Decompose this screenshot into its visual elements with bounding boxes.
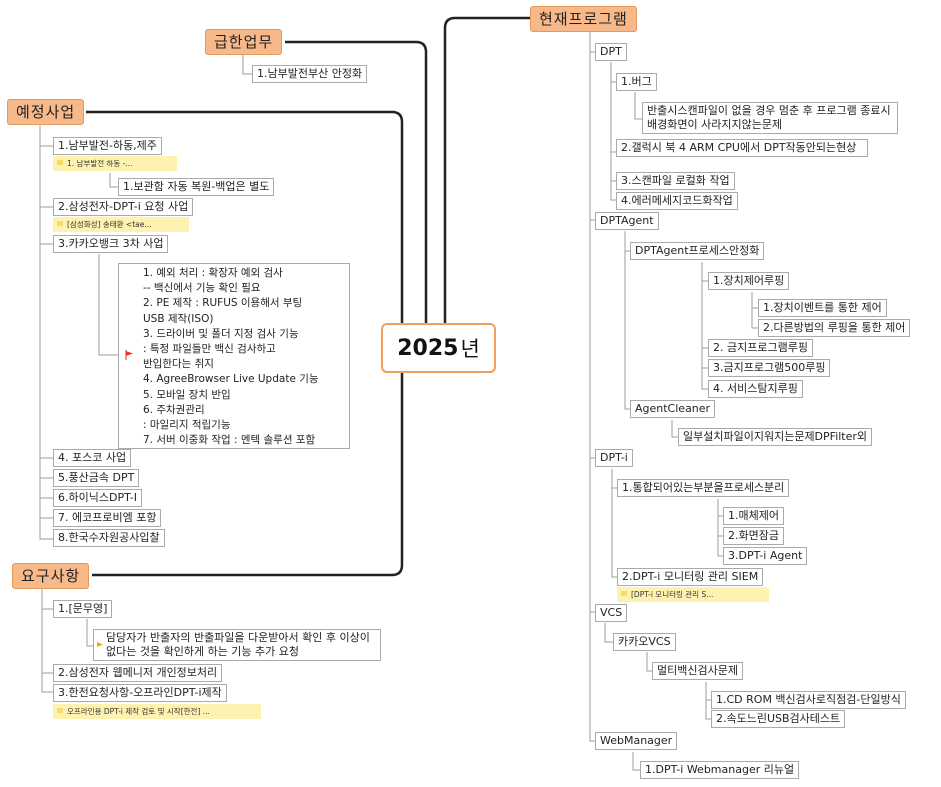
current-dptagent[interactable]: DPTAgent xyxy=(595,212,659,230)
planned-item-1[interactable]: 1.남부발전-하동,제주 xyxy=(53,137,162,155)
dpti-item-1[interactable]: 1.통합되어있는부분을프로세스분리 xyxy=(617,479,790,497)
dpti-item-2[interactable]: 2.DPT-i 모니터링 관리 SIEM xyxy=(617,568,764,586)
req-item-1-child[interactable]: 담당자가 반출자의 반출파일을 다운받아서 확인 후 이상이 없다는 것을 확인… xyxy=(93,629,381,661)
detail-line: -- 백신에서 기능 확인 필요 xyxy=(143,282,261,295)
agent-device-event[interactable]: 1.장치이벤트를 통한 제어 xyxy=(758,299,887,317)
dpt-bug-child[interactable]: 반출시스캔파일이 없을 경우 멈춘 후 프로그램 종료시 배경화면이 사라지지않… xyxy=(642,102,898,134)
planned-item-5[interactable]: 5.풍산금속 DPT xyxy=(53,469,140,487)
planned-item-4[interactable]: 4. 포스코 사업 xyxy=(53,449,132,467)
current-dpti[interactable]: DPT-i xyxy=(595,449,633,467)
current-webmanager[interactable]: WebManager xyxy=(595,732,678,750)
agent-device-other[interactable]: 2.다른방법의 루핑을 통한 제어 xyxy=(758,319,911,337)
detail-line: 7. 서버 이중화 작업 : 멘텍 솔루션 포함 xyxy=(143,434,316,447)
dpti-item-2-note[interactable]: [DPT-i 모니터링 관리 S... xyxy=(617,587,769,602)
detail-line: 1. 예외 처리 : 확장자 예외 검사 xyxy=(143,267,283,279)
planned-item-8[interactable]: 8.한국수자원공사입찰 xyxy=(53,529,165,547)
dpti-screenlock[interactable]: 2.화면잠금 xyxy=(723,527,784,545)
detail-line: USB 제작(ISO) xyxy=(143,312,214,325)
agent-device-loop[interactable]: 1.장치제어루핑 xyxy=(708,272,790,290)
planned-item-6[interactable]: 6.하이닉스DPT-I xyxy=(53,489,143,507)
agent-item-4[interactable]: 4. 서비스탐지루핑 xyxy=(708,380,803,398)
detail-line: 4. AgreeBrowser Live Update 기능 xyxy=(143,373,319,386)
central-topic[interactable]: 2025 년 xyxy=(381,323,496,373)
detail-line: 3. 드라이버 및 폴더 지정 검사 기능 xyxy=(143,327,299,340)
flag-icon xyxy=(97,642,103,647)
topic-urgent[interactable]: 급한업무 xyxy=(205,29,283,55)
central-year: 2025 xyxy=(397,335,459,361)
central-suffix: 년 xyxy=(460,337,480,361)
vcs-usb-test[interactable]: 2.속도느린USB검사테스트 xyxy=(711,710,846,728)
detail-line: : 마일리지 적립기능 xyxy=(143,419,231,432)
vcs-cdrom[interactable]: 1.CD ROM 백신검사로직점검-단일방식 xyxy=(711,691,906,709)
planned-item-2-note[interactable]: [삼성화성] 송태환 <tae... xyxy=(53,217,189,232)
planned-item-1-note[interactable]: 1. 남부발전 하동 -... xyxy=(53,156,177,171)
req-item-3[interactable]: 3.한전요청사항-오프라인DPT-i제작 xyxy=(53,684,227,702)
agent-item-2[interactable]: 2. 금지프로그램루핑 xyxy=(708,339,813,357)
detail-line: : 특정 파일들만 백신 검사하고 xyxy=(143,343,276,356)
current-dpt[interactable]: DPT xyxy=(595,43,627,61)
planned-item-1-child[interactable]: 1.보관함 자동 복원-백업은 별도 xyxy=(118,178,275,196)
dpti-agent[interactable]: 3.DPT-i Agent xyxy=(723,547,808,565)
urgent-item-1[interactable]: 1.남부발전부산 안정화 xyxy=(252,65,368,83)
agent-cleaner-child[interactable]: 일부설치파일이지워지는문제DPFilter외 xyxy=(678,428,873,446)
current-vcs[interactable]: VCS xyxy=(595,604,628,622)
flag-icon xyxy=(125,350,133,360)
req-item-2[interactable]: 2.삼성전자 웹메니저 개인정보처리 xyxy=(53,664,223,682)
detail-line: 6. 주차권관리 xyxy=(143,403,205,416)
dpti-media[interactable]: 1.매체제어 xyxy=(723,507,784,525)
dpt-bug[interactable]: 1.버그 xyxy=(616,73,657,91)
webmanager-item-1[interactable]: 1.DPT-i Webmanager 리뉴얼 xyxy=(640,761,800,779)
topic-requirements[interactable]: 요구사항 xyxy=(12,563,90,589)
agent-cleaner[interactable]: AgentCleaner xyxy=(630,400,716,418)
planned-item-3[interactable]: 3.카카오뱅크 3차 사업 xyxy=(53,235,169,253)
detail-line: 5. 모바일 장치 반입 xyxy=(143,388,231,401)
detail-line: 2. PE 제작 : RUFUS 이용해서 부팅 xyxy=(143,297,303,310)
agent-process[interactable]: DPTAgent프로세스안정화 xyxy=(630,242,765,260)
dpt-item-4[interactable]: 4.에러메세지코드화작업 xyxy=(616,192,738,210)
planned-item-3-detail[interactable]: 1. 예외 처리 : 확장자 예외 검사 -- 백신에서 기능 확인 필요 2.… xyxy=(118,263,350,449)
req-item-3-note[interactable]: 오프라인용 DPT-i 제작 검토 및 시작[한전] ... xyxy=(53,704,261,719)
req-item-1[interactable]: 1.[문무영] xyxy=(53,600,113,618)
detail-line: 반입한다는 취지 xyxy=(143,358,214,371)
agent-item-3[interactable]: 3.금지프로그램500루핑 xyxy=(708,359,831,377)
topic-current[interactable]: 현재프로그램 xyxy=(530,6,637,32)
topic-planned[interactable]: 예정사업 xyxy=(7,99,85,125)
vcs-kakao[interactable]: 카카오VCS xyxy=(613,633,676,651)
dpt-item-3[interactable]: 3.스캔파일 로컬화 작업 xyxy=(616,172,735,190)
planned-item-7[interactable]: 7. 에코프로비엠 포항 xyxy=(53,509,162,527)
vcs-multi-vaccine[interactable]: 멀티백신검사문제 xyxy=(652,662,743,680)
dpt-item-2[interactable]: 2.갤럭시 북 4 ARM CPU에서 DPT작동안되는현상 xyxy=(616,139,868,157)
req-item-1-child-text: 담당자가 반출자의 반출파일을 다운받아서 확인 후 이상이 없다는 것을 확인… xyxy=(106,631,370,658)
planned-item-2[interactable]: 2.삼성전자-DPT-i 요청 사업 xyxy=(53,198,194,216)
